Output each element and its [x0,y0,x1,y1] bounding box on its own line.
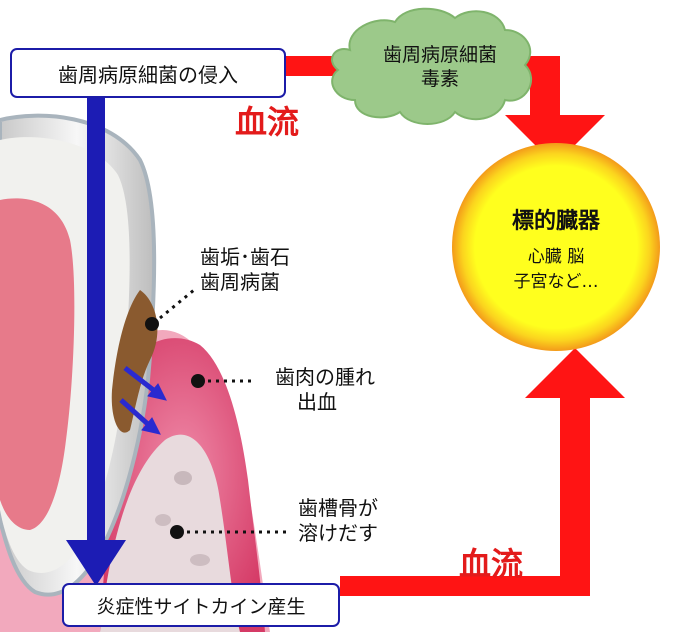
cytokine-label: 炎症性サイトカイン産生 [96,595,306,618]
target-organ-circle [452,143,660,351]
alveolar-bone [100,434,240,632]
gum-label-line2: 出血 [297,390,337,414]
invasion-arrow-head [66,540,126,586]
target-organ-line2: 子宮など… [513,272,599,292]
tooth-pulp [0,198,75,530]
blood-flow-bottom-arrow [340,395,590,596]
gum-marker-dot [191,374,205,388]
bone-marker-dot [170,525,184,539]
gum-label-line1: 歯肉の腫れ [275,365,375,389]
cytokine-box: 炎症性サイトカイン産生 [62,583,340,627]
bone-label-line2: 溶けだす [298,521,378,545]
toxin-cloud [331,7,532,125]
gum-label: 歯肉の腫れ 出血 [275,365,375,415]
bacteria-invasion-box: 歯周病原細菌の侵入 [10,48,286,98]
attack-arrow-1 [123,366,167,401]
plaque-label-line1: 歯垢･歯石 [200,245,290,269]
bone-label: 歯槽骨が 溶けだす [298,496,378,546]
toxin-label-line1: 歯周病原細菌 [382,44,497,66]
invasion-arrow-shaft [87,85,105,545]
bone-label-line1: 歯槽骨が [298,496,378,520]
target-organ-title: 標的臓器 [511,209,600,234]
bone-pore-2 [155,514,171,526]
plaque-label: 歯垢･歯石 歯周病菌 [200,245,290,295]
blood-flow-top-arrowhead [505,115,605,165]
bone-pore-3 [190,554,210,566]
target-organ-line1: 心臓 脳 [527,247,585,267]
attack-arrow-2 [119,398,161,435]
bacteria-invasion-label: 歯周病原細菌の侵入 [58,62,238,87]
toxin-label: 歯周病原細菌 毒素 [360,44,520,92]
plaque-label-line2: 歯周病菌 [200,270,280,294]
bone-pore-1 [174,471,192,485]
toxin-label-line2: 毒素 [420,67,459,90]
blood-flow-bottom-arrowhead [525,348,625,398]
blood-flow-bottom-label: 血流 [459,545,524,583]
plaque-leader [159,288,195,320]
blood-flow-top-label: 血流 [235,103,300,141]
plaque-marker-dot [145,317,159,331]
